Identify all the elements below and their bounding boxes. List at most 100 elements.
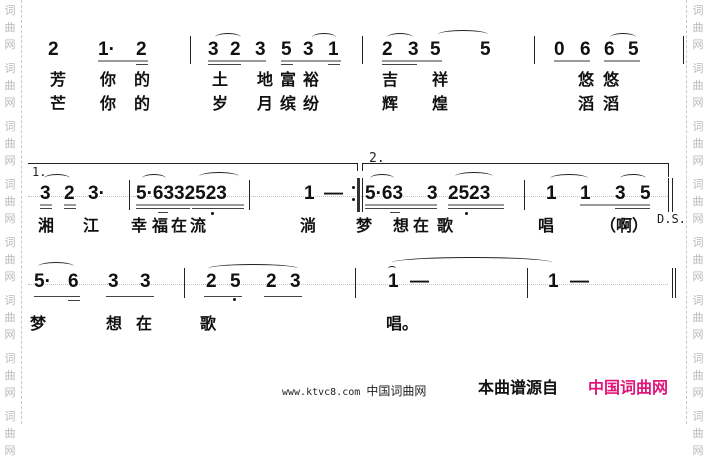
barline [534,36,535,64]
jianpu-note: 5 [430,39,441,60]
lyric-char: 梦 [30,314,47,333]
volta-bracket-2 [362,163,668,164]
lyric-char-verse2: 芒 [50,94,67,113]
jianpu-note: 2523 [448,183,491,204]
jianpu-note: — [324,183,343,204]
volta-bracket-1 [28,163,358,164]
final-barline [668,178,669,212]
lyric-char-verse2: 煌 [432,94,449,113]
slur [438,30,488,39]
lyric-char-verse1: 悠 [603,70,620,89]
watermark-text: 词曲网 [692,4,704,51]
jianpu-note: 2 [136,39,147,60]
lyric-char: 幸 [131,216,148,235]
barline [249,180,250,210]
beam [68,300,80,301]
lyric-char-verse2: 辉 [382,94,399,113]
barline [527,268,528,298]
watermark-text: 词曲网 [692,410,704,457]
footer-url-text[interactable]: www.ktvc8.com [282,387,361,398]
beam [136,64,148,65]
beam [40,208,52,209]
lyric-char-verse2: 纷 [303,94,320,113]
watermark-text: 词曲网 [692,352,704,399]
lyric-char-verse1: 芳 [50,70,67,89]
beam [64,204,76,206]
jianpu-note: 3 [290,271,301,292]
jianpu-note: 1 [548,271,559,292]
lyric-char: 想 [393,216,410,235]
slur [215,33,241,42]
beam [34,296,80,297]
slur [199,172,239,181]
watermark-divider-left [21,0,22,424]
lyric-char: （啊） [600,216,649,235]
watermark-text: 词曲网 [4,352,16,399]
jianpu-note: 3· [88,183,105,204]
lyric-char: 想 [106,314,123,333]
lyric-char: 江 [83,216,100,235]
barline [184,268,185,298]
slur [387,33,413,42]
lyric-char: 淌 [300,216,317,235]
lyric-char: 梦 [356,216,373,235]
beam [281,60,341,62]
jianpu-note: 1 [304,183,315,204]
beam [208,60,266,62]
beam [365,204,437,206]
slur [370,174,394,183]
beam [98,60,148,62]
beam [448,204,504,206]
slur [550,174,588,183]
beam [382,64,417,65]
ds-marking: D.S. [657,212,686,226]
watermark-text: 词曲网 [4,178,16,225]
volta-end [668,163,669,177]
lyric-char-verse1: 土 [212,70,229,89]
repeat-dot [352,198,355,201]
barline [190,36,191,64]
jianpu-note: 6 [68,271,79,292]
slur [620,174,646,183]
watermark-column-left: 词曲网词曲网词曲网词曲网词曲网词曲网词曲网词曲网 [2,0,20,457]
jianpu-note: 3 [303,39,314,60]
footer-url[interactable]: www.ktvc8.com 中国词曲网 [282,382,426,399]
barline [129,180,130,210]
lyric-char-verse2: 月 [257,94,274,113]
lyric-char: 歌 [437,216,454,235]
watermark-text: 词曲网 [4,410,16,457]
lyric-char: 唱。 [386,314,419,333]
lyric-char-verse2: 岁 [212,94,229,113]
fermata [388,266,396,271]
watermark-text: 词曲网 [4,236,16,283]
final-barline [672,178,673,212]
jianpu-note: 3 [40,183,51,204]
jianpu-note: 1 [388,271,399,292]
beam [136,204,244,206]
lyric-char-verse1: 吉 [382,70,399,89]
watermark-text: 词曲网 [692,294,704,341]
lyric-char: 在 [136,314,153,333]
staff-guide [28,196,668,197]
jianpu-note: — [410,271,429,292]
beam [365,208,437,209]
tie [392,257,552,268]
volta-1-label: 1. [32,165,47,179]
lyric-char-verse1: 地 [257,70,274,89]
jianpu-note: 5· [34,271,51,292]
beam [328,64,340,65]
barline [362,36,363,64]
beam [204,296,242,297]
jianpu-note: 1 [328,39,339,60]
beam [382,60,442,62]
lyric-char: 湘 [38,216,55,235]
lyric-char: 福 [152,216,169,235]
lyric-char-verse2: 你 [100,94,117,113]
jianpu-note: 5 [640,183,651,204]
jianpu-note: 5 [281,39,292,60]
slur [208,264,298,273]
jianpu-note: 2 [64,183,75,204]
slur [312,33,336,42]
jianpu-note: 5·63 [365,183,404,204]
barline [355,268,356,298]
